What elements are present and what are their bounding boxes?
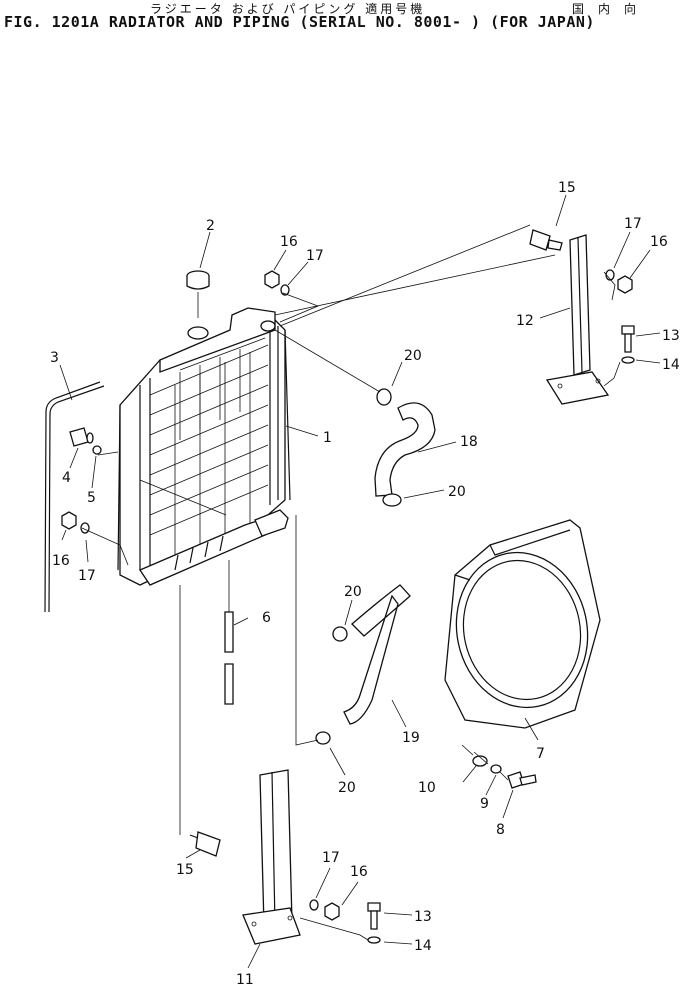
callout-19: 19 bbox=[402, 730, 420, 746]
callout-2: 2 bbox=[206, 218, 215, 234]
callout-4: 4 bbox=[62, 470, 71, 486]
callout-3: 3 bbox=[50, 350, 59, 366]
callout-20-a: 20 bbox=[404, 348, 422, 364]
callout-7: 7 bbox=[536, 746, 545, 762]
callout-8: 8 bbox=[496, 822, 505, 838]
callout-17-d: 17 bbox=[322, 850, 340, 866]
washer-9 bbox=[490, 764, 502, 774]
japanese-title: ラジエータ および パイピング 適用号機 bbox=[150, 2, 426, 16]
leader-lines bbox=[59, 194, 661, 969]
drain-gasket bbox=[92, 445, 102, 455]
callout-13-upper: 13 bbox=[662, 328, 680, 344]
figure-header: ラジエータ および パイピング 適用号機 国内向 FIG. 1201A RADI… bbox=[0, 0, 692, 34]
callout-16-c: 16 bbox=[52, 553, 70, 569]
hose-clamp-c bbox=[332, 626, 348, 642]
washer-17-d bbox=[309, 899, 319, 911]
washer-10 bbox=[472, 755, 488, 767]
callout-1: 1 bbox=[323, 430, 332, 446]
overflow-tube bbox=[44, 381, 105, 613]
callout-16-b: 16 bbox=[650, 234, 668, 250]
upper-stay bbox=[545, 234, 610, 405]
radiator bbox=[117, 307, 291, 586]
nut-16-a bbox=[264, 270, 280, 289]
figure-title: FIG. 1201A RADIATOR AND PIPING (SERIAL N… bbox=[4, 13, 595, 31]
lockwasher-upper bbox=[621, 356, 635, 364]
callout-15-lower: 15 bbox=[176, 862, 194, 878]
rubber-mount-lower bbox=[189, 831, 221, 857]
shroud-bolt bbox=[507, 771, 537, 789]
rubber-mount-upper bbox=[529, 229, 563, 251]
hose-clamp-d bbox=[315, 731, 331, 745]
nut-16-d bbox=[324, 902, 340, 921]
drain-hose bbox=[224, 560, 234, 705]
upper-hose bbox=[374, 402, 436, 497]
callout-10: 10 bbox=[418, 780, 436, 796]
callout-15-upper: 15 bbox=[558, 180, 576, 196]
callout-6: 6 bbox=[262, 610, 271, 626]
hose-clamp-b bbox=[382, 493, 402, 507]
callout-13-lower: 13 bbox=[414, 909, 432, 925]
callout-20-d: 20 bbox=[338, 780, 356, 796]
callout-14-upper: 14 bbox=[662, 357, 680, 373]
callout-18: 18 bbox=[460, 434, 478, 450]
callout-20-b: 20 bbox=[448, 484, 466, 500]
stay-bolt-upper bbox=[621, 325, 635, 353]
fan-shroud bbox=[444, 519, 601, 729]
callout-16-d: 16 bbox=[350, 864, 368, 880]
callout-17-b: 17 bbox=[624, 216, 642, 232]
washer-17-b bbox=[605, 269, 615, 281]
nut-16-c bbox=[61, 511, 77, 530]
lower-stay bbox=[242, 769, 301, 945]
lockwasher-lower bbox=[367, 936, 381, 944]
callout-14-lower: 14 bbox=[414, 938, 432, 954]
callout-12: 12 bbox=[516, 313, 534, 329]
lower-hose bbox=[343, 584, 411, 725]
callout-9: 9 bbox=[480, 796, 489, 812]
callout-17-c: 17 bbox=[78, 568, 96, 584]
nut-16-b bbox=[617, 275, 633, 294]
drain-cock bbox=[69, 427, 94, 447]
callout-5: 5 bbox=[87, 490, 96, 506]
stay-bolt-lower bbox=[367, 902, 381, 930]
callout-11: 11 bbox=[236, 972, 254, 988]
callout-numbers: 1 2 3 4 5 6 7 8 9 10 11 12 13 13 14 14 1… bbox=[50, 180, 680, 988]
callout-20-c: 20 bbox=[344, 584, 362, 600]
washer-17-a bbox=[280, 284, 290, 296]
assembly-lines bbox=[81, 224, 621, 941]
callout-17-a: 17 bbox=[306, 248, 324, 264]
hose-clamp-a bbox=[376, 388, 392, 406]
radiator-cap bbox=[186, 270, 210, 318]
callout-16-a: 16 bbox=[280, 234, 298, 250]
japanese-destination: 国内向 bbox=[572, 2, 651, 16]
